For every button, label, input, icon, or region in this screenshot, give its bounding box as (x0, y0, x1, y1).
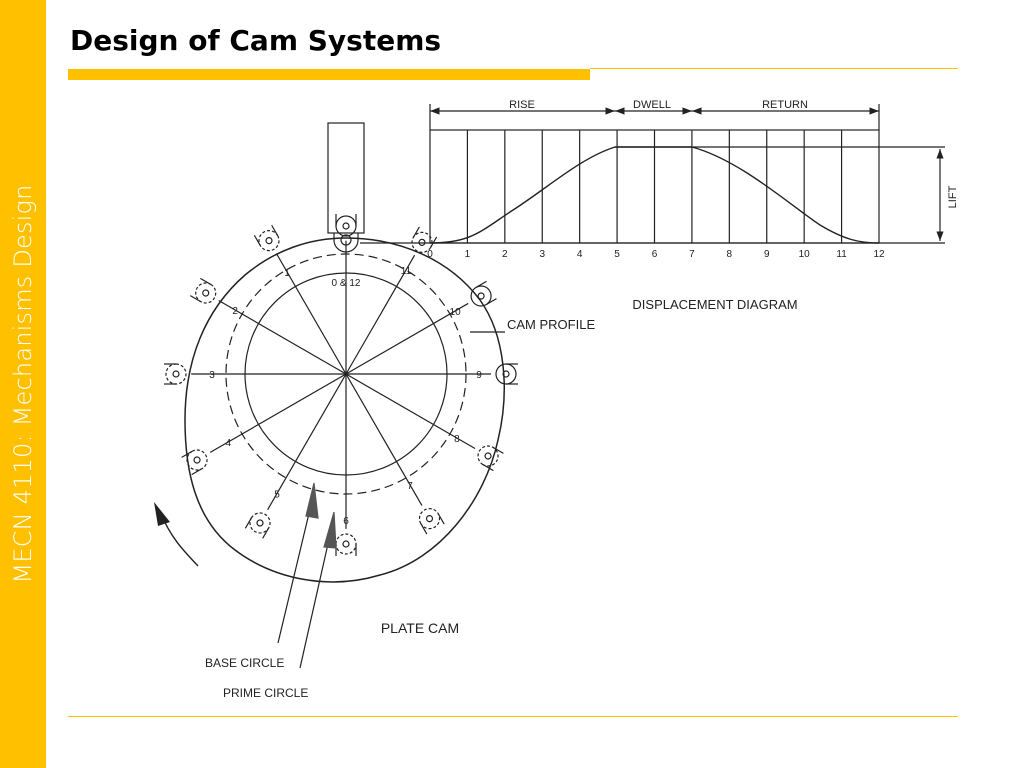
roller-follower (418, 508, 445, 535)
cam-position-labels: 0 & 12 1 2 3 4 5 6 7 8 9 10 11 (209, 266, 482, 527)
prime-circle-label: PRIME CIRCLE (223, 686, 308, 700)
rotation-arrow-icon (154, 502, 170, 526)
tick-label: 3 (539, 249, 545, 260)
roller-follower (181, 449, 208, 476)
tick-label: 6 (652, 249, 658, 260)
base-circle-label: BASE CIRCLE (205, 656, 284, 670)
tick-label: 9 (764, 249, 770, 260)
radial-line (275, 253, 347, 375)
base-circle-leader (277, 504, 312, 644)
follower-stem (327, 122, 365, 234)
segment-label-rise: RISE (509, 99, 535, 111)
tick-label: 2 (502, 249, 508, 260)
cam-radial-lines (191, 240, 492, 529)
tick-label: 8 (727, 249, 733, 260)
radial-line (345, 302, 469, 375)
radial-line (267, 373, 347, 511)
cam-position-label: 6 (343, 516, 349, 527)
prime-circle-leader (299, 534, 331, 669)
tick-label: 1 (465, 249, 471, 260)
cam-position-label: 1 (284, 268, 290, 279)
tick-label: 0 (427, 249, 433, 260)
cam-position-label: 2 (232, 306, 238, 317)
prime-circle-pointer-icon (323, 511, 337, 549)
cam-position-label: 7 (407, 481, 413, 492)
radial-line (218, 299, 347, 375)
displacement-curve (429, 146, 880, 244)
roller-follower (477, 445, 504, 472)
cam-position-label: 8 (454, 434, 460, 445)
roller-follower (335, 533, 357, 556)
roller-follower (470, 280, 497, 307)
tick-label: 11 (836, 249, 847, 260)
cam-profile-label: CAM PROFILE (507, 317, 595, 332)
radial-line (345, 373, 423, 506)
lift-label: LIFT (947, 185, 959, 208)
radial-line (209, 373, 347, 453)
roller-follower (335, 214, 357, 237)
cam-position-label: 9 (476, 370, 482, 381)
title-underline-bar (68, 69, 590, 80)
cam-position-label: 10 (450, 307, 462, 318)
roller-follower (253, 224, 280, 252)
tick-label: 10 (799, 249, 811, 260)
roller-follower (164, 363, 187, 385)
tick-label: 4 (577, 249, 583, 260)
cam-position-label: 0 & 12 (332, 278, 361, 289)
roller-follower (190, 277, 217, 304)
radial-line (345, 373, 476, 449)
cam-position-label: 3 (209, 370, 215, 381)
tick-label: 7 (689, 249, 695, 260)
sidebar-band: MECN 4110: Mechanisms Design (0, 0, 46, 768)
plate-cam-caption: PLATE CAM (381, 620, 459, 636)
slide-title: Design of Cam Systems (70, 24, 442, 57)
cam-position-label: 11 (401, 266, 412, 277)
cam-profile-outline (184, 237, 505, 583)
roller-follower (244, 512, 271, 539)
tick-label: 5 (614, 249, 620, 260)
roller-positions (164, 214, 518, 556)
roller-follower (411, 226, 438, 253)
segment-label-dwell: DWELL (633, 99, 671, 111)
tick-label: 12 (873, 249, 885, 260)
cam-position-label: 4 (225, 438, 231, 449)
cam-position-label: 5 (274, 490, 280, 501)
base-circle-pointer-icon (305, 482, 319, 519)
footer-rule (68, 716, 958, 717)
title-underline-rule (590, 68, 958, 69)
roller-follower (495, 363, 518, 385)
radial-line (345, 254, 416, 375)
segment-label-return: RETURN (762, 99, 808, 111)
displacement-diagram-caption: DISPLACEMENT DIAGRAM (632, 297, 797, 312)
